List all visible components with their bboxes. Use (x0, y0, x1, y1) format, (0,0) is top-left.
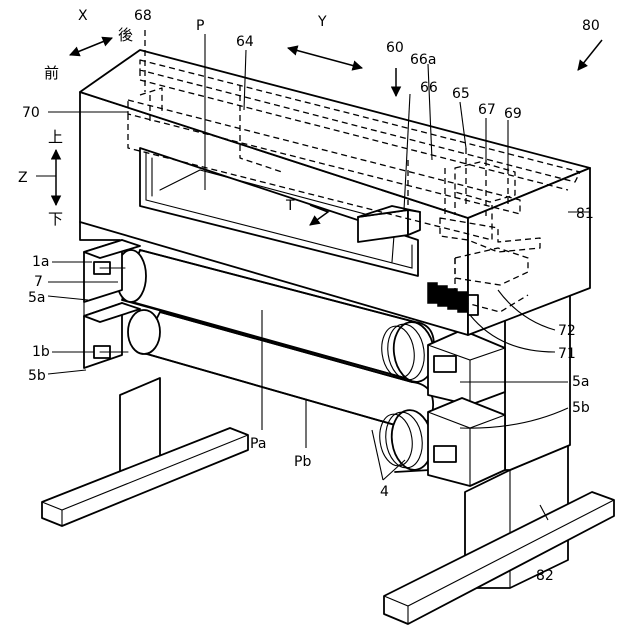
label-down: 下 (48, 210, 63, 228)
label-66a: 66a (410, 52, 436, 68)
label-fig-no: 80 (582, 18, 600, 34)
label-69: 69 (504, 106, 522, 122)
label-roll-pa: Pa (250, 436, 266, 452)
x-axis-arrow (70, 38, 112, 55)
label-front: 前 (44, 64, 59, 82)
label-5a-left: 5a (28, 290, 46, 306)
label-5a-right: 5a (572, 374, 590, 390)
y-axis-arrow (288, 48, 362, 68)
label-5b-left: 5b (28, 368, 46, 384)
label-64: 64 (236, 34, 254, 50)
right-supports (428, 330, 505, 486)
fig-pointer-arrow (578, 40, 602, 70)
label-1b: 1b (32, 344, 50, 360)
label-axis-y: Y (317, 14, 327, 30)
label-axis-x: X (78, 8, 88, 24)
label-66: 66 (420, 80, 438, 96)
label-65: 65 (452, 86, 470, 102)
label-1a: 1a (32, 254, 50, 270)
label-71: 71 (558, 346, 576, 362)
label-up: 上 (48, 128, 63, 146)
label-core-4: 4 (380, 484, 389, 500)
label-housing-81: 81 (576, 206, 594, 222)
label-72: 72 (558, 323, 576, 339)
label-paper-p: P (196, 18, 204, 34)
label-roll-pb: Pb (294, 454, 311, 470)
label-70: 70 (22, 105, 40, 121)
label-flange-7: 7 (34, 274, 43, 290)
label-67: 67 (478, 102, 496, 118)
label-axis-z: Z (18, 170, 28, 186)
label-stand-82: 82 (536, 568, 554, 584)
label-68: 68 (134, 8, 152, 24)
label-transport-t: T (285, 198, 295, 214)
label-rear: 後 (118, 26, 133, 44)
label-unit-60: 60 (386, 40, 404, 56)
label-5b-right: 5b (572, 400, 590, 416)
